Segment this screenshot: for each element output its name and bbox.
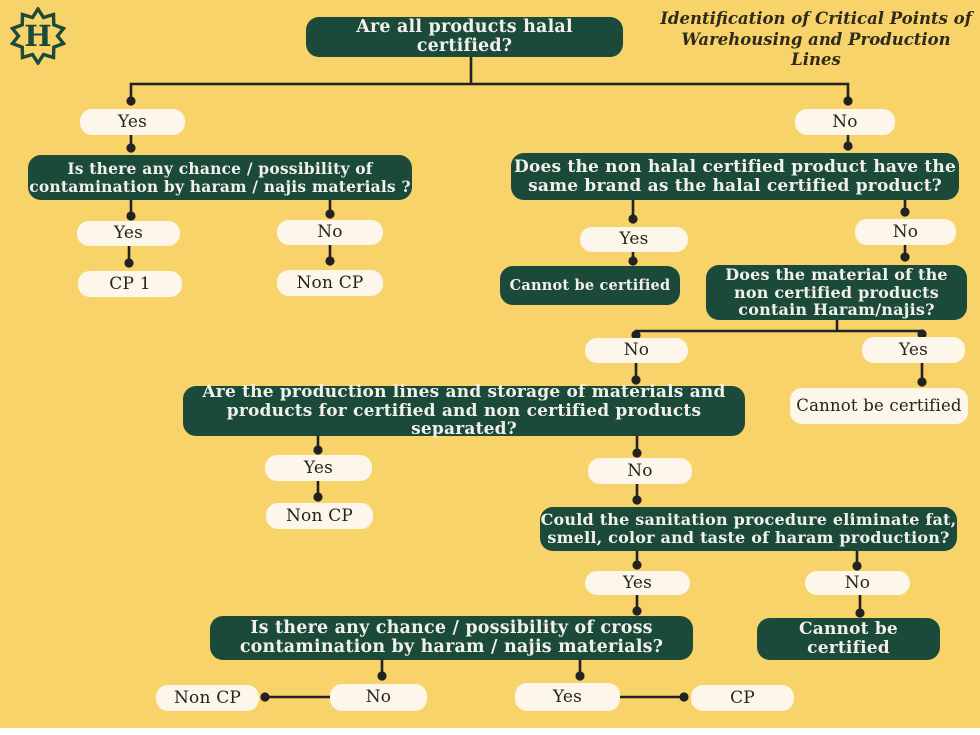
outcome-cp1: CP 1: [78, 271, 182, 297]
answer-q6-yes: Yes: [515, 683, 620, 711]
answer-q4-yes: Yes: [265, 455, 372, 481]
outcome-cannot-be-certified-2: Cannot be certified: [790, 388, 968, 424]
question-sanitation-procedure: Could the sanitation procedure eliminate…: [540, 507, 957, 551]
outcome-cannot-be-certified-3: Cannot be certified: [757, 618, 940, 660]
outcome-non-cp-c: Non CP: [156, 685, 259, 711]
answer-q4-no: No: [588, 458, 692, 484]
page-title: Identification of Critical Points of War…: [655, 9, 977, 71]
answer-q5-no: No: [805, 571, 910, 595]
question-same-brand: Does the non halal certified product hav…: [511, 153, 959, 200]
answer-q1-yes: Yes: [80, 109, 185, 135]
answer-q6-no: No: [330, 684, 427, 711]
answer-q2b-no: No: [855, 219, 956, 245]
answer-q2b-yes: Yes: [580, 227, 688, 252]
question-contamination-haram-najis: Is there any chance / possibility of con…: [28, 155, 412, 200]
outcome-non-cp-a: Non CP: [277, 270, 383, 296]
question-lines-storage-separated: Are the production lines and storage of …: [183, 383, 745, 439]
bottom-white-strip: [0, 728, 980, 735]
answer-q3-yes: Yes: [862, 337, 965, 363]
answer-q1-no: No: [795, 109, 895, 135]
answer-q2a-no: No: [277, 220, 383, 245]
answer-q5-yes: Yes: [585, 571, 690, 595]
halal-logo: H: [9, 5, 67, 67]
question-cross-contamination: Is there any chance / possibility of cro…: [210, 616, 693, 660]
title-line-1: Identification of Critical Points of: [660, 9, 972, 28]
answer-q2a-yes: Yes: [77, 221, 180, 246]
outcome-cannot-be-certified-1: Cannot be certified: [500, 266, 680, 305]
answer-q3-no: No: [585, 338, 688, 363]
question-material-contains-haram: Does the material of the non certified p…: [706, 265, 967, 320]
logo-letter: H: [24, 19, 52, 53]
outcome-non-cp-b: Non CP: [266, 503, 373, 529]
eight-point-star-icon: [9, 5, 67, 67]
outcome-cp: CP: [691, 685, 794, 711]
question-all-products-certified: Are all products halal certified?: [306, 17, 623, 57]
title-line-2: Warehousing and Production Lines: [681, 29, 951, 70]
